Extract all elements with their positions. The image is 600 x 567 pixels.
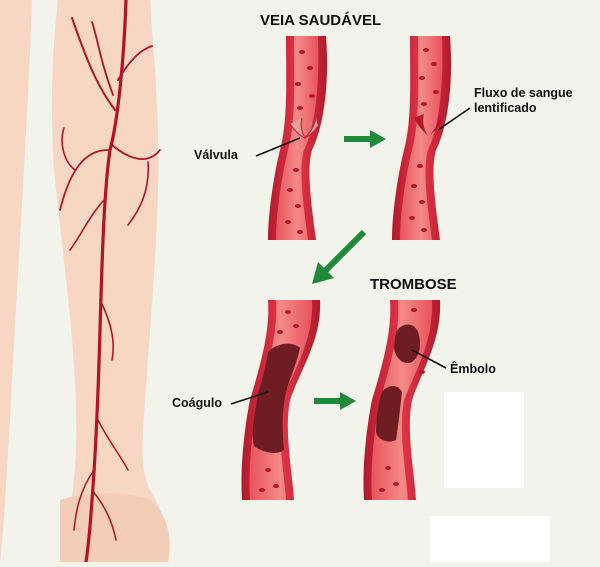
valve-leaflet xyxy=(303,117,319,139)
embolus xyxy=(394,324,420,364)
healthy-vein-title: VEIA SAUDÁVEL xyxy=(260,12,382,29)
blood-cells xyxy=(285,50,315,234)
vein-branch xyxy=(91,489,117,541)
blank-patch xyxy=(430,516,550,562)
arrow-right-icon xyxy=(344,130,386,148)
clot-vein-segment xyxy=(241,300,321,500)
valve-leaflet xyxy=(428,114,442,136)
slowed-flow-label: Fluxo de sangue lentificado xyxy=(474,86,573,116)
embolus-vein-segment xyxy=(363,300,441,500)
thrombosis-title: TROMBOSE xyxy=(370,276,457,293)
healthy-vein-segment xyxy=(268,36,328,240)
vein-lumen xyxy=(400,36,443,240)
leg-illustration xyxy=(0,0,170,562)
left-thigh-edge xyxy=(0,0,32,562)
arrow-right-icon xyxy=(314,392,356,410)
foot-shape xyxy=(60,493,170,562)
leg-shape xyxy=(51,0,169,562)
clot xyxy=(252,343,300,453)
vein-branch xyxy=(99,299,115,361)
slowed-flow-vein-segment xyxy=(392,36,452,240)
main-vein xyxy=(84,0,128,564)
vein-branch xyxy=(61,127,76,171)
vein-branch xyxy=(97,419,129,471)
vein-branch xyxy=(69,199,105,251)
vein-branch xyxy=(91,21,114,96)
blank-patch xyxy=(444,392,524,488)
vein-branch xyxy=(59,149,109,211)
vein-branch xyxy=(111,144,161,160)
valve-label: Válvula xyxy=(194,148,238,162)
slowed-flow-label-line1: Fluxo de sangue xyxy=(474,86,573,100)
blood-cells xyxy=(259,310,299,492)
leader-lines xyxy=(230,107,471,405)
vein-branch xyxy=(127,161,150,226)
embolus-label: Êmbolo xyxy=(450,362,496,376)
process-arrows xyxy=(312,130,386,410)
valve-leaflet xyxy=(414,114,428,136)
arrow-down-left-icon xyxy=(312,229,367,284)
blood-cells xyxy=(409,48,439,232)
vein-lumen xyxy=(276,36,319,240)
leg-vein-network xyxy=(59,0,161,564)
vein-branch xyxy=(73,469,95,531)
blood-cells xyxy=(379,308,425,492)
vein-branch xyxy=(117,45,153,81)
clot-label: Coágulo xyxy=(172,396,222,410)
residual-clot xyxy=(376,386,402,442)
slowed-flow-label-line2: lentificado xyxy=(474,101,537,115)
vein-branch xyxy=(71,17,116,111)
